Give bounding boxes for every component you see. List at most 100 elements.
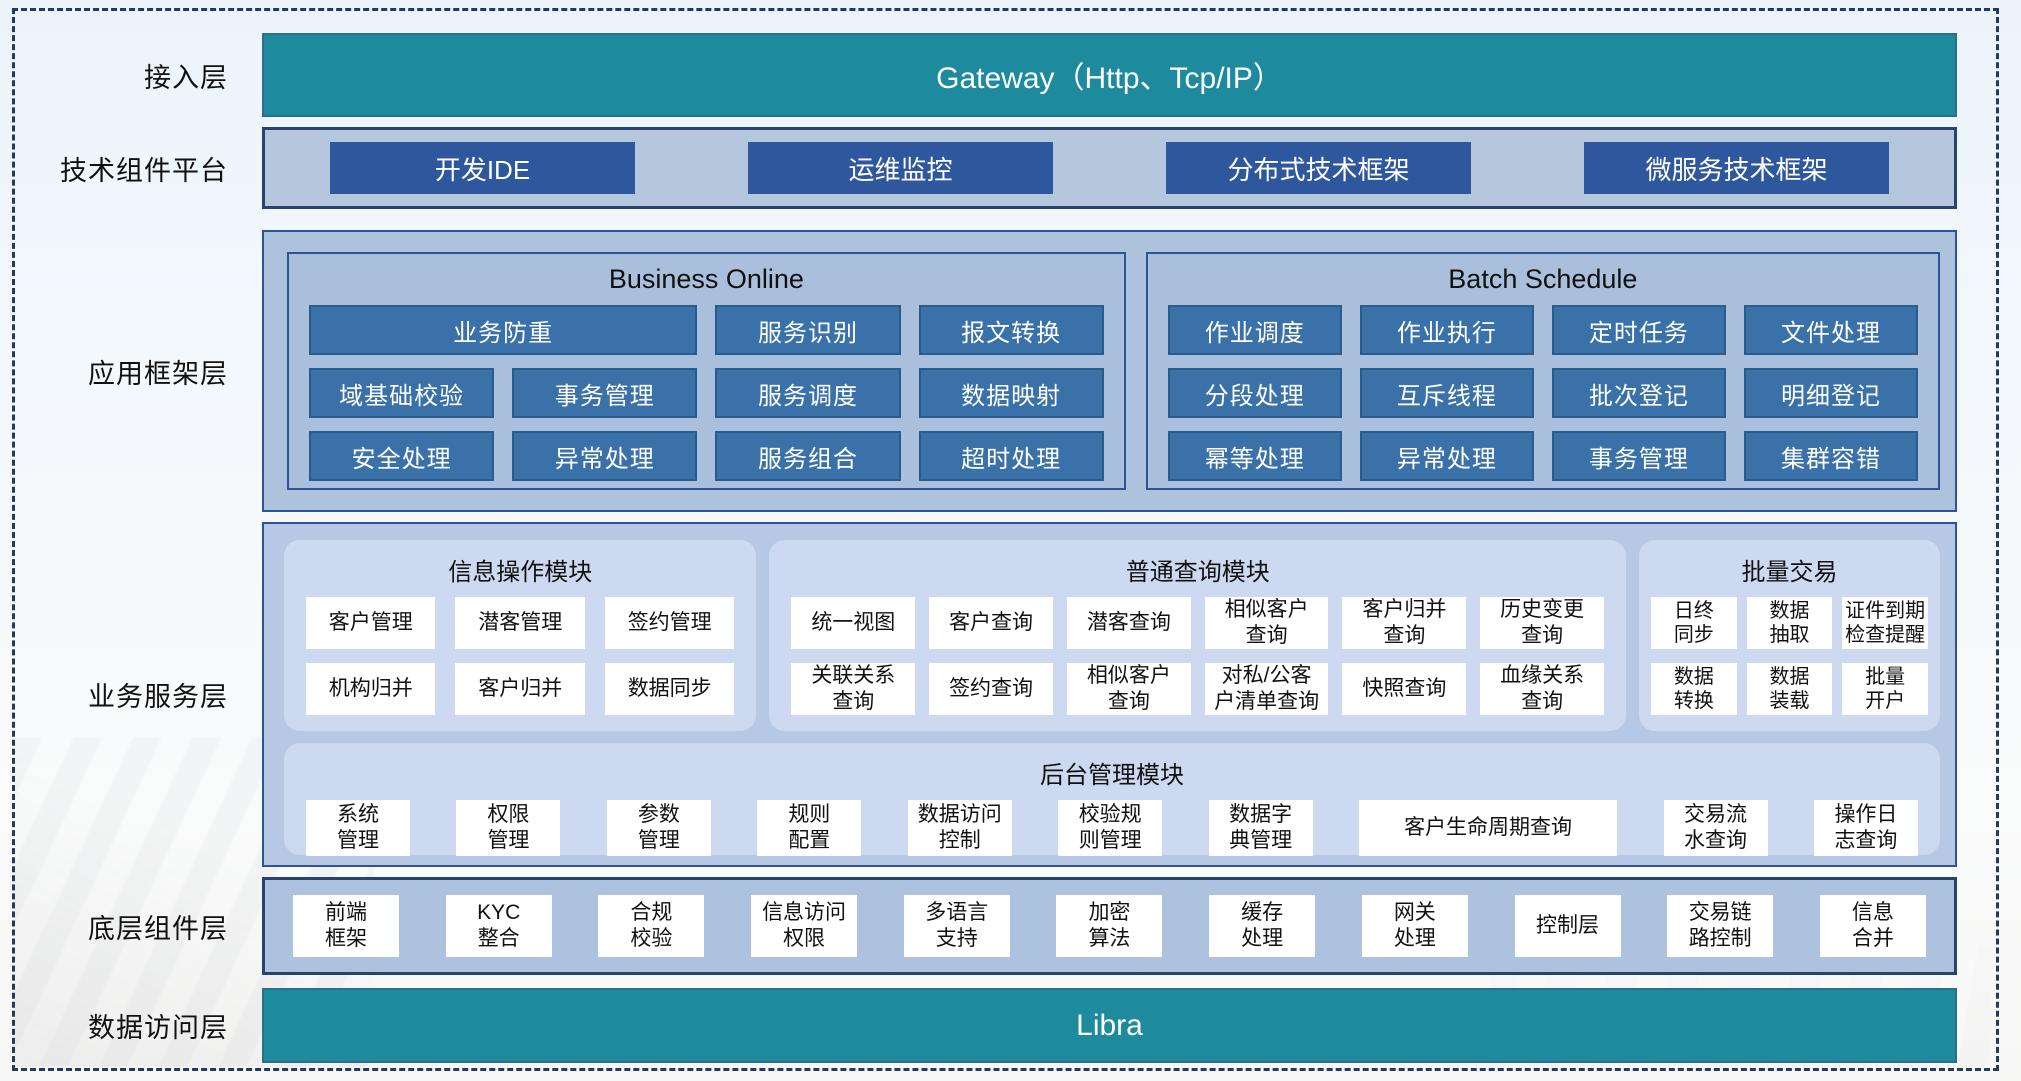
framework-item-button: 幂等处理 (1167, 431, 1342, 481)
tech-platform-panel: 开发IDE 运维监控 分布式技术框架 微服务技术框架 (262, 127, 1957, 209)
framework-item-button: 集群容错 (1743, 431, 1918, 481)
batch-schedule-group: Batch Schedule 作业调度 作业执行 定时任务 文件处理 分段处理 … (1145, 252, 1940, 490)
base-item-button: 缓存 处理 (1209, 895, 1316, 957)
service-modules-row: 信息操作模块 客户管理 潜客管理 签约管理 机构归并 客户归并 数据同步 普通查… (284, 540, 1940, 731)
base-item-button: 合规 校验 (598, 895, 705, 957)
layer-row-business-service: 业务服务层 信息操作模块 客户管理 潜客管理 签约管理 机构归并 客户归并 数据… (0, 522, 1957, 867)
info-ops-module: 信息操作模块 客户管理 潜客管理 签约管理 机构归并 客户归并 数据同步 (284, 540, 757, 731)
module-title: 信息操作模块 (448, 559, 593, 586)
layer-row-base-components: 底层组件层 前端 框架 KYC 整合 合规 校验 信息访问 权限 多语言 支持 … (0, 877, 1957, 975)
service-item-button: 证件到期 检查提醒 (1842, 597, 1928, 649)
admin-item-button: 交易流 水查询 (1663, 800, 1768, 856)
service-item-button: 批量 开户 (1842, 663, 1928, 715)
framework-item-button: 服务调度 (715, 368, 901, 418)
admin-item-button: 数据字 典管理 (1208, 800, 1313, 856)
business-service-panel: 信息操作模块 客户管理 潜客管理 签约管理 机构归并 客户归并 数据同步 普通查… (262, 522, 1957, 867)
service-item-button: 相似客户 查询 (1204, 597, 1329, 649)
layer-label-tech-platform: 技术组件平台 (60, 155, 228, 186)
service-item-button: 客户归并 (455, 663, 585, 715)
framework-item-button: 文件处理 (1743, 305, 1918, 355)
framework-item-button: 安全处理 (309, 431, 495, 481)
layer-label-base-components: 底层组件层 (88, 913, 228, 944)
tech-component-button: 开发IDE (330, 142, 635, 194)
module-title: 普通查询模块 (1125, 559, 1270, 586)
service-item-button: 历史变更 查询 (1480, 597, 1604, 649)
service-item-button: 客户管理 (306, 597, 436, 649)
module-title: 批量交易 (1741, 559, 1838, 586)
service-item-button: 签约管理 (604, 597, 735, 649)
service-item-button: 机构归并 (306, 663, 436, 715)
admin-item-button: 客户生命周期查询 (1359, 800, 1618, 856)
framework-item-button: 批次登记 (1551, 368, 1726, 418)
query-module: 普通查询模块 统一视图 客户查询 潜客查询 相似客户 查询 客户归并 查询 历史… (769, 540, 1626, 731)
base-item-button: 信息访问 权限 (751, 895, 858, 957)
service-item-button: 相似客户 查询 (1066, 663, 1191, 715)
framework-item-button: 超时处理 (918, 431, 1104, 481)
base-components-panel: 前端 框架 KYC 整合 合规 校验 信息访问 权限 多语言 支持 加密 算法 … (262, 877, 1957, 975)
framework-item-button: 分段处理 (1167, 368, 1342, 418)
framework-item-button: 业务防重 (309, 305, 698, 355)
service-item-button: 关联关系 查询 (791, 663, 916, 715)
service-item-button: 潜客管理 (455, 597, 585, 649)
layer-label-access: 接入层 (144, 62, 228, 93)
gateway-bar: Gateway（Http、Tcp/IP） (262, 33, 1957, 117)
layer-label-business-service: 业务服务层 (88, 682, 228, 712)
tech-component-button: 微服务技术框架 (1584, 142, 1889, 194)
base-item-button: 控制层 (1514, 895, 1621, 957)
service-item-button: 对私/公客 户清单查询 (1204, 663, 1329, 715)
libra-bar: Libra (262, 988, 1957, 1063)
framework-item-button: 定时任务 (1551, 305, 1726, 355)
admin-item-button: 规则 配置 (757, 800, 862, 856)
layer-label-data-access: 数据访问层 (88, 1013, 228, 1043)
framework-item-button: 作业调度 (1167, 305, 1342, 355)
service-item-button: 潜客查询 (1066, 597, 1191, 649)
admin-item-button: 数据访问 控制 (907, 800, 1012, 856)
service-item-button: 统一视图 (791, 597, 916, 649)
admin-item-button: 校验规 则管理 (1058, 800, 1163, 856)
framework-item-button: 明细登记 (1743, 368, 1918, 418)
service-item-button: 客户归并 查询 (1342, 597, 1467, 649)
layer-row-data-access: 数据访问层 Libra (0, 988, 1957, 1063)
service-item-button: 数据 装载 (1746, 663, 1833, 715)
framework-item-button: 异常处理 (512, 431, 698, 481)
base-item-button: 前端 框架 (293, 895, 399, 957)
base-item-button: 网关 处理 (1361, 895, 1468, 957)
framework-item-button: 报文转换 (918, 305, 1104, 355)
base-item-button: KYC 整合 (445, 895, 552, 957)
layer-row-tech-platform: 技术组件平台 开发IDE 运维监控 分布式技术框架 微服务技术框架 (0, 127, 1957, 209)
group-title: Batch Schedule (1448, 264, 1638, 294)
admin-item-button: 权限 管理 (456, 800, 561, 856)
framework-item-button: 异常处理 (1359, 431, 1534, 481)
service-item-button: 客户查询 (929, 597, 1053, 649)
framework-item-button: 服务组合 (715, 431, 901, 481)
batch-trade-module: 批量交易 日终 同步 数据 抽取 证件到期 检查提醒 数据 转换 数据 装载 批… (1639, 540, 1940, 731)
framework-item-button: 互斥线程 (1359, 368, 1534, 418)
base-item-button: 多语言 支持 (903, 895, 1010, 957)
service-item-button: 快照查询 (1342, 663, 1467, 715)
service-item-button: 数据同步 (604, 663, 735, 715)
base-item-button: 交易链 路控制 (1667, 895, 1774, 957)
business-online-grid: 业务防重 服务识别 报文转换 域基础校验 事务管理 服务调度 数据映射 安全处理… (309, 305, 1104, 481)
module-title: 后台管理模块 (1040, 762, 1184, 789)
layer-row-access: 接入层 Gateway（Http、Tcp/IP） (0, 33, 1957, 117)
service-item-button: 数据 转换 (1651, 663, 1737, 715)
framework-item-button: 事务管理 (512, 368, 698, 418)
admin-module: 后台管理模块 系统 管理 权限 管理 参数 管理 规则 配置 数据访问 控制 校… (284, 743, 1940, 856)
service-item-button: 日终 同步 (1651, 597, 1737, 649)
business-online-group: Business Online 业务防重 服务识别 报文转换 域基础校验 事务管… (287, 252, 1126, 490)
admin-item-button: 参数 管理 (606, 800, 711, 856)
app-framework-panel: Business Online 业务防重 服务识别 报文转换 域基础校验 事务管… (262, 230, 1957, 512)
service-item-button: 签约查询 (929, 663, 1053, 715)
admin-buttons-row: 系统 管理 权限 管理 参数 管理 规则 配置 数据访问 控制 校验规 则管理 … (306, 800, 1918, 856)
layer-label-app-framework: 应用框架层 (88, 358, 228, 389)
service-item-button: 血缘关系 查询 (1480, 663, 1604, 715)
group-title: Business Online (608, 264, 804, 294)
framework-item-button: 数据映射 (918, 368, 1104, 418)
batch-schedule-grid: 作业调度 作业执行 定时任务 文件处理 分段处理 互斥线程 批次登记 明细登记 … (1167, 305, 1918, 481)
service-item-button: 数据 抽取 (1746, 597, 1833, 649)
layer-row-app-framework: 应用框架层 Business Online 业务防重 服务识别 报文转换 域基础… (0, 230, 1957, 512)
framework-item-button: 事务管理 (1551, 431, 1726, 481)
base-item-button: 信息 合并 (1819, 895, 1926, 957)
